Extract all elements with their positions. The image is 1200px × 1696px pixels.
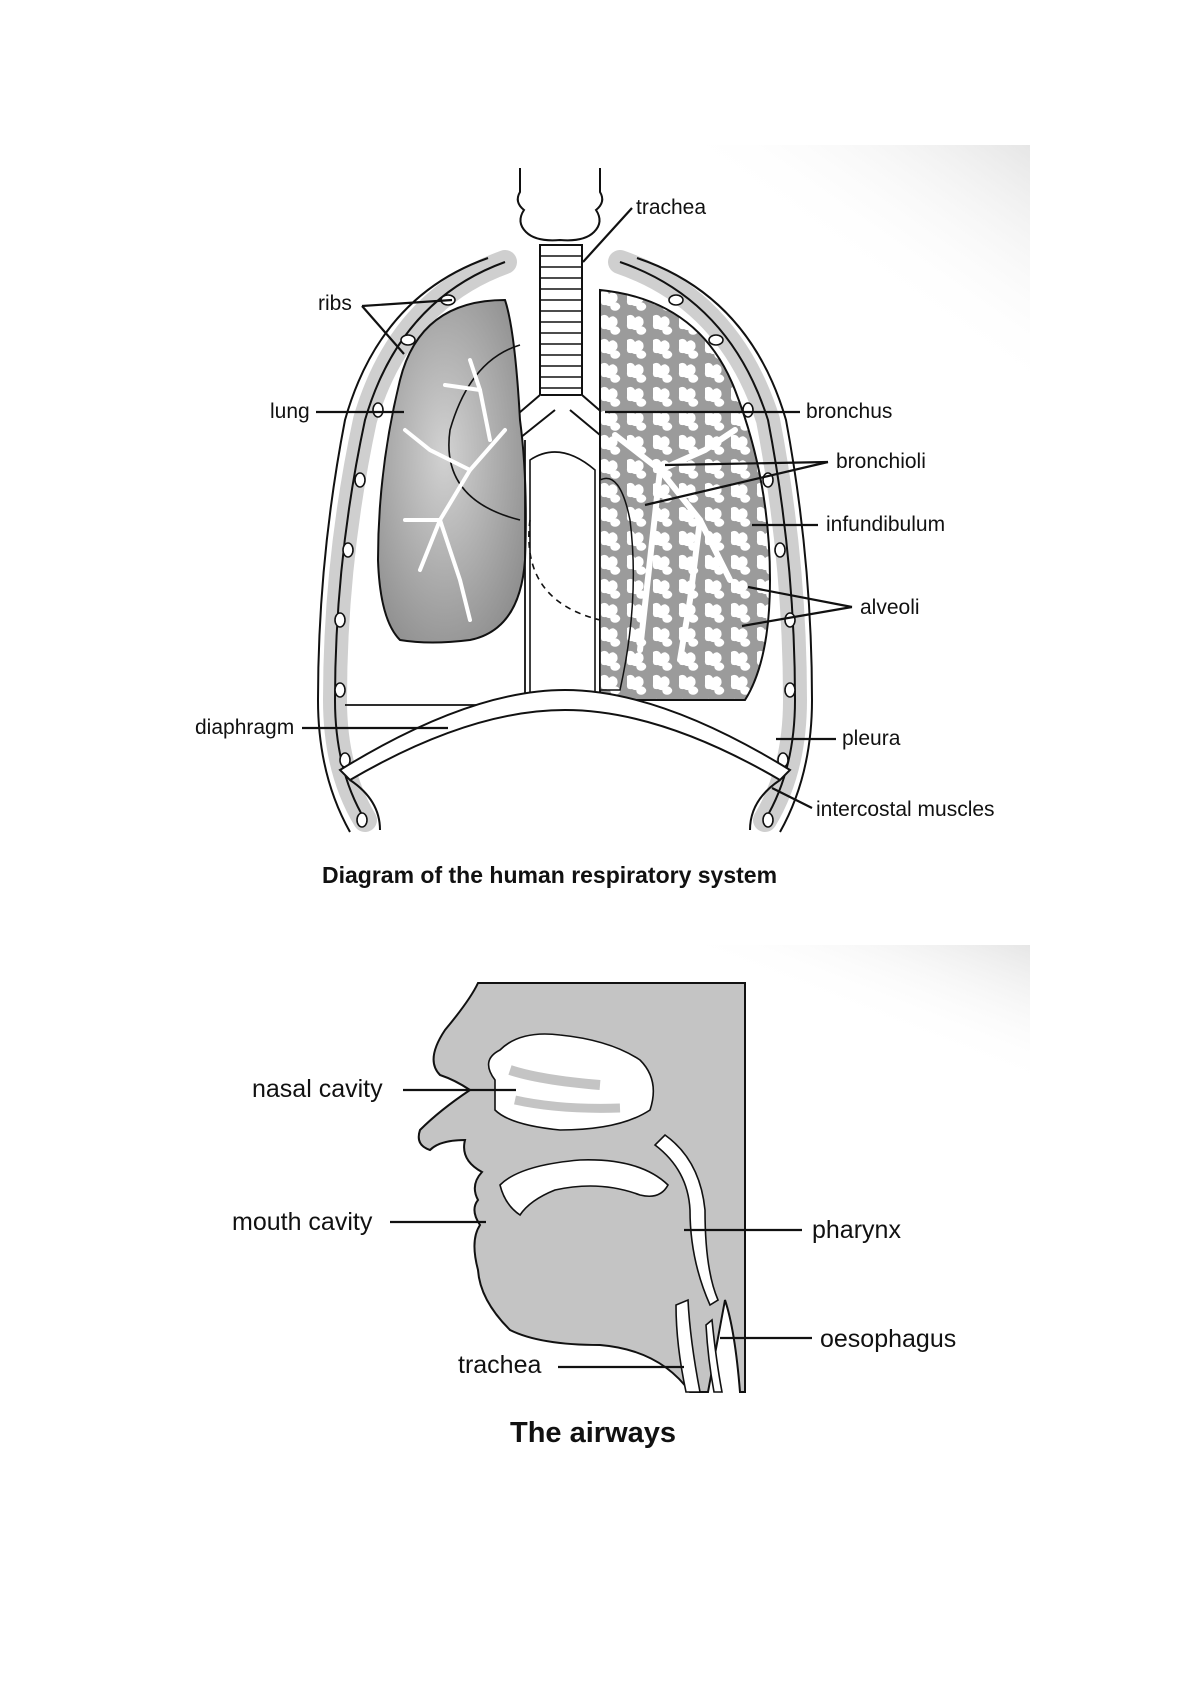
trachea-tube-2 (675, 1298, 701, 1393)
label-ribs: ribs (318, 292, 352, 315)
pharynx-shape (653, 1133, 720, 1307)
page-shading-middle (700, 945, 1030, 1075)
caption-airways: The airways (510, 1417, 676, 1449)
leader-ribs-a (361, 298, 453, 308)
label-bronchioli: bronchioli (836, 450, 926, 473)
oesophagus-tube (705, 1318, 723, 1393)
label-oesophagus: oesophagus (820, 1325, 956, 1353)
diaphragm-shape (338, 688, 792, 782)
mediastinum (529, 451, 596, 701)
label-infundibulum: infundibulum (826, 513, 945, 536)
caption-respiratory-system: Diagram of the human respiratory system (322, 862, 777, 888)
label-trachea-2: trachea (458, 1351, 541, 1379)
label-lung: lung (270, 400, 310, 423)
leader-trachea-1 (582, 207, 633, 263)
leader-ribs-b (361, 305, 405, 355)
label-pleura: pleura (842, 727, 901, 750)
larynx-shape (516, 168, 604, 242)
label-pharynx: pharynx (812, 1216, 901, 1244)
label-mouth-cavity: mouth cavity (232, 1208, 373, 1236)
left-bronchial-tree (403, 358, 507, 622)
label-trachea-1: trachea (636, 196, 706, 219)
right-bronchial-tree (612, 427, 738, 663)
airways-illustration (417, 982, 746, 1393)
leader-intercostal-muscles (771, 787, 813, 809)
trachea-tube (539, 244, 583, 396)
left-lung (376, 298, 527, 644)
label-alveoli: alveoli (860, 596, 920, 619)
leader-alveoli-a (747, 585, 853, 609)
leader-bronchioli-b (644, 460, 829, 507)
page-shading-top (700, 145, 1030, 375)
label-intercostal-muscles: intercostal muscles (816, 798, 995, 821)
label-bronchus: bronchus (806, 400, 892, 423)
leader-bronchioli-a (664, 460, 829, 467)
mouth-cavity-shape (499, 1159, 669, 1217)
label-nasal-cavity: nasal cavity (252, 1075, 383, 1103)
leader-alveoli-b (741, 605, 853, 628)
label-diaphragm: diaphragm (195, 716, 294, 739)
